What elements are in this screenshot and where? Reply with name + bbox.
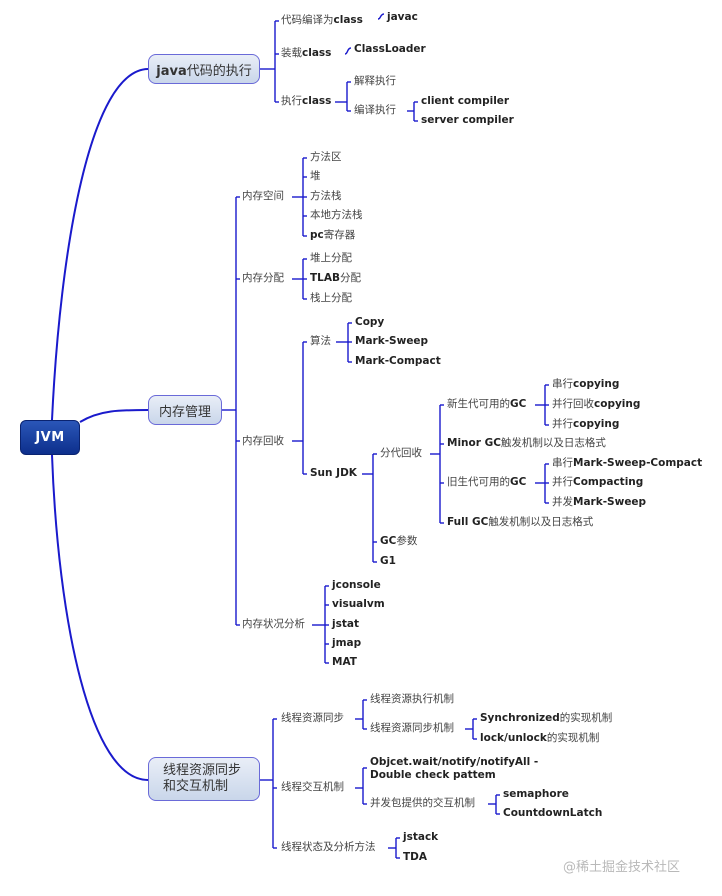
curve-root-to-mem (79, 409, 149, 423)
item-jstack[interactable]: jstack (403, 831, 439, 843)
item-memory-analysis[interactable]: 内存状况分析 (242, 618, 305, 630)
item-semaphore[interactable]: semaphore (503, 788, 569, 800)
item-synchronized-impl[interactable]: Synchronized的实现机制 (480, 712, 613, 724)
node-label: 代码的执行 (186, 63, 252, 79)
item-old-concurrent[interactable]: 并发Mark-Sweep (552, 496, 647, 508)
item-jmap[interactable]: jmap (332, 637, 362, 649)
item-young-gc[interactable]: 新生代可用的GC (447, 398, 527, 410)
item-algorithm[interactable]: 算法 (310, 335, 331, 347)
item-jstat[interactable]: jstat (332, 618, 359, 630)
node-thread-sync[interactable]: 线程资源同步 和交互机制 (148, 757, 260, 801)
node-java-execution[interactable]: java代码的执行 (148, 54, 260, 84)
root-node-jvm[interactable]: JVM (20, 420, 80, 455)
item-tda[interactable]: TDA (403, 851, 428, 863)
item-method-stack[interactable]: 方法栈 (310, 190, 342, 202)
item-minor-gc[interactable]: Minor GC触发机制以及日志格式 (447, 437, 606, 449)
item-g1[interactable]: G1 (380, 555, 396, 567)
node-label-line1: 线程资源同步 (163, 763, 242, 778)
watermark: @稀土掘金技术社区 (563, 860, 681, 875)
item-memory-gc[interactable]: 内存回收 (242, 435, 284, 447)
item-old-serial[interactable]: 串行Mark-Sweep-Compact (552, 457, 703, 469)
item-server-compiler[interactable]: server compiler (421, 114, 514, 126)
item-young-serial[interactable]: 串行copying (552, 378, 620, 390)
item-compile-exec[interactable]: 编译执行 (354, 104, 396, 116)
item-memory-alloc[interactable]: 内存分配 (242, 272, 284, 284)
item-method-area[interactable]: 方法区 (310, 151, 342, 163)
item-native-stack[interactable]: 本地方法栈 (310, 209, 363, 221)
item-interpret[interactable]: 解释执行 (354, 75, 396, 87)
item-visualvm[interactable]: visualvm (332, 598, 385, 610)
item-old-gc[interactable]: 旧生代可用的GC (447, 476, 527, 488)
item-gc-params[interactable]: GC参数 (380, 535, 418, 547)
item-concurrent-interact[interactable]: 并发包提供的交互机制 (370, 797, 475, 809)
item-javac[interactable]: javac (387, 11, 418, 23)
curve-root-to-exec (51, 68, 149, 421)
link-classloader (344, 47, 352, 55)
node-memory-management[interactable]: 内存管理 (148, 395, 222, 425)
item-object-wait-notify[interactable]: Objcet.wait/notify/notifyAll - Double ch… (370, 756, 539, 781)
item-thread-sync-mech[interactable]: 线程资源同步机制 (370, 722, 454, 734)
node-label-bold: java (156, 63, 187, 79)
item-execute-class[interactable]: 执行class (281, 95, 332, 107)
item-generational-gc[interactable]: 分代回收 (380, 447, 422, 459)
item-young-parallel[interactable]: 并行copying (552, 418, 620, 430)
item-lock-unlock-impl[interactable]: lock/unlock的实现机制 (480, 732, 600, 744)
item-client-compiler[interactable]: client compiler (421, 95, 510, 107)
item-load-class[interactable]: 装载class (281, 47, 332, 59)
item-heap[interactable]: 堆 (310, 170, 321, 182)
item-pc-register[interactable]: pc寄存器 (310, 229, 356, 241)
item-mark-compact[interactable]: Mark-Compact (355, 355, 441, 367)
link-javac (377, 13, 385, 20)
item-mark-sweep[interactable]: Mark-Sweep (355, 335, 429, 347)
node-label-line2: 和交互机制 (163, 779, 229, 794)
item-thread-state[interactable]: 线程状态及分析方法 (281, 841, 376, 853)
item-stack-alloc[interactable]: 栈上分配 (310, 292, 352, 304)
item-compile-to-class[interactable]: 代码编译为class (281, 14, 363, 26)
curve-root-to-thread (51, 454, 149, 781)
item-old-parallel[interactable]: 并行Compacting (552, 476, 644, 488)
item-full-gc[interactable]: Full GC触发机制以及日志格式 (447, 516, 594, 528)
item-countdownlatch[interactable]: CountdownLatch (503, 807, 603, 819)
item-young-parallel-scavenge[interactable]: 并行回收copying (552, 398, 641, 410)
item-heap-alloc[interactable]: 堆上分配 (310, 252, 352, 264)
item-thread-interact[interactable]: 线程交互机制 (281, 781, 344, 793)
item-thread-sync[interactable]: 线程资源同步 (281, 712, 344, 724)
item-thread-exec-mech[interactable]: 线程资源执行机制 (370, 693, 454, 705)
item-sun-jdk[interactable]: Sun JDK (310, 467, 357, 479)
item-copy[interactable]: Copy (355, 316, 385, 328)
item-memory-space[interactable]: 内存空间 (242, 190, 284, 202)
item-classloader[interactable]: ClassLoader (354, 43, 426, 55)
item-tlab-alloc[interactable]: TLAB分配 (310, 272, 361, 284)
item-mat[interactable]: MAT (332, 656, 357, 668)
item-jconsole[interactable]: jconsole (332, 579, 381, 591)
